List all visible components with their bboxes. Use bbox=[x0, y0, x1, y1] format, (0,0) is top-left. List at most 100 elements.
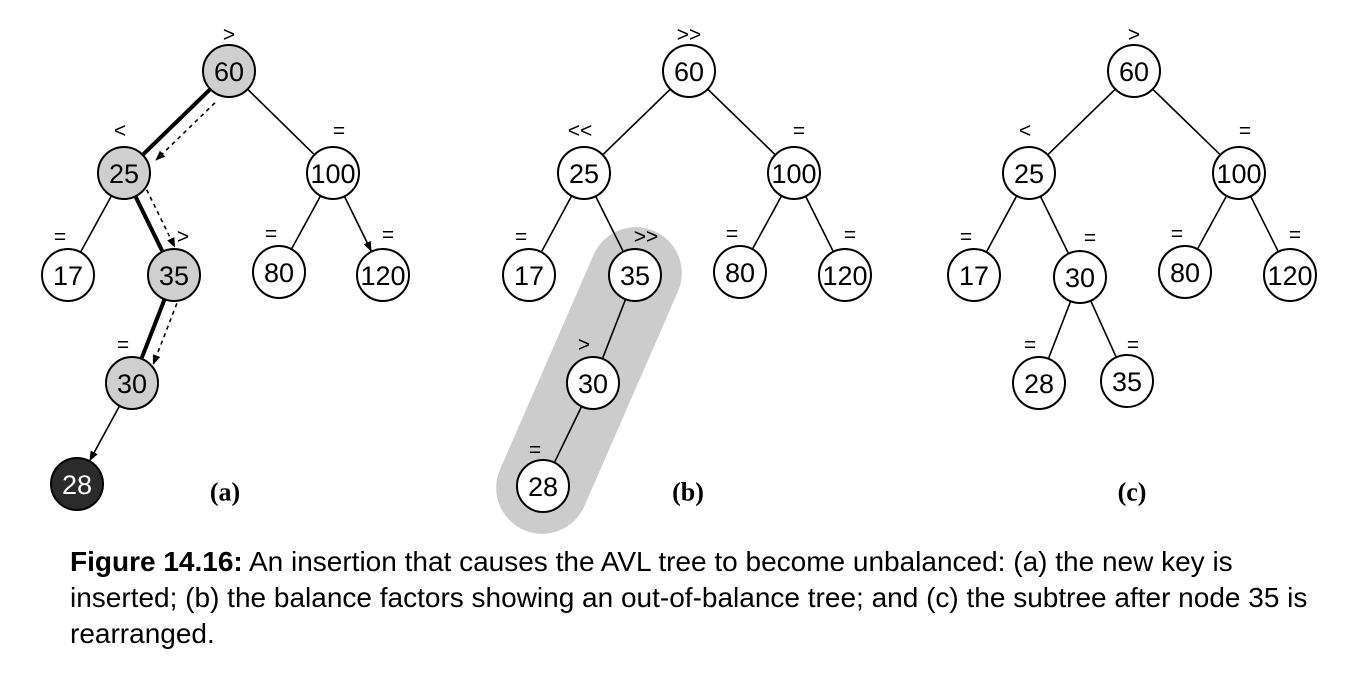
node-key: 120 bbox=[360, 261, 405, 291]
balance-factor-b80: = bbox=[726, 223, 738, 246]
balance-factor-c80: = bbox=[1171, 223, 1183, 246]
node-key: 28 bbox=[62, 470, 92, 500]
balance-factor-a17: = bbox=[54, 226, 66, 249]
tree-edge-b100-b80 bbox=[752, 195, 783, 249]
node-circle bbox=[97, 146, 151, 200]
panel-label-0: (a) bbox=[210, 478, 240, 507]
tree-edge-a60-a100 bbox=[247, 88, 315, 155]
node-circle bbox=[105, 356, 159, 410]
node-key: 17 bbox=[53, 261, 83, 291]
tree-edge-b25-b17 bbox=[541, 195, 573, 252]
tree-edge-c100-c120 bbox=[1249, 195, 1279, 252]
node-key: 60 bbox=[674, 57, 704, 87]
tree-node-c60: 60 bbox=[1107, 44, 1161, 98]
balance-factor-a60: > bbox=[223, 24, 235, 47]
tree-edge-c25-c17 bbox=[986, 195, 1018, 252]
node-circle bbox=[306, 146, 360, 200]
tree-edge-c25-c30 bbox=[1039, 195, 1069, 254]
node-key: 80 bbox=[725, 258, 755, 288]
search-path-arrow-a60-a25 bbox=[155, 102, 216, 161]
panel-label-2: (c) bbox=[1118, 478, 1147, 507]
node-key: 17 bbox=[514, 261, 544, 291]
tree-edge-b30-b28 bbox=[554, 406, 583, 463]
balance-factor-c120: = bbox=[1289, 224, 1301, 247]
tree-node-c30: 30 bbox=[1053, 250, 1107, 304]
tree-node-c35: 35 bbox=[1100, 354, 1154, 408]
tree-edge-b100-b120 bbox=[804, 195, 834, 252]
balance-factor-a100: = bbox=[333, 120, 345, 143]
node-circle bbox=[1100, 354, 1154, 408]
balance-factor-b60: >> bbox=[677, 24, 702, 47]
tree-edge-a100-a120 bbox=[343, 195, 372, 252]
tree-node-c80: 80 bbox=[1158, 245, 1212, 299]
tree-node-b30: 30 bbox=[566, 356, 620, 410]
tree-node-a28: 28 bbox=[50, 457, 104, 511]
balance-factor-b30: > bbox=[578, 334, 590, 357]
node-circle bbox=[1053, 250, 1107, 304]
node-key: 120 bbox=[822, 261, 867, 291]
figure-caption: Figure 14.16: An insertion that causes t… bbox=[70, 544, 1320, 652]
tree-edge-c100-c80 bbox=[1197, 195, 1228, 249]
node-circle bbox=[41, 248, 95, 302]
tree-node-b28: 28 bbox=[516, 459, 570, 513]
balance-factor-a25: < bbox=[114, 120, 126, 143]
node-key: 100 bbox=[1216, 159, 1261, 189]
node-key: 30 bbox=[1065, 263, 1095, 293]
balance-factor-c35: = bbox=[1127, 334, 1139, 357]
node-circle bbox=[947, 248, 1001, 302]
panel-label-1: (b) bbox=[672, 478, 704, 507]
node-key: 28 bbox=[1024, 369, 1054, 399]
node-circle bbox=[557, 146, 611, 200]
balance-factor-b17: = bbox=[515, 226, 527, 249]
balance-factor-a35: > bbox=[177, 226, 189, 249]
search-path-arrow-a35-a30 bbox=[152, 303, 178, 365]
tree-edge-a100-a80 bbox=[291, 195, 322, 249]
tree-edge-a25-a17 bbox=[80, 195, 113, 252]
tree-edge-c60-c100 bbox=[1152, 88, 1221, 155]
balance-factor-b28: = bbox=[529, 439, 541, 462]
tree-edge-a25-a35 bbox=[133, 195, 164, 252]
node-key: 30 bbox=[117, 369, 147, 399]
tree-node-a35: 35 bbox=[147, 248, 201, 302]
balance-factor-b100: = bbox=[793, 120, 805, 143]
node-key: 17 bbox=[959, 261, 989, 291]
tree-edge-b35-b30 bbox=[602, 298, 627, 359]
node-circle bbox=[252, 245, 306, 299]
balance-factor-c100: = bbox=[1239, 120, 1251, 143]
tree-node-c120: 120 bbox=[1263, 248, 1317, 302]
tree-edge-b60-b100 bbox=[707, 88, 776, 155]
tree-edge-a60-a25 bbox=[141, 87, 212, 156]
tree-node-b17: 17 bbox=[502, 248, 556, 302]
caption-label: Figure 14.16: bbox=[70, 546, 243, 577]
balance-factor-b25: << bbox=[568, 120, 593, 143]
node-circle bbox=[818, 248, 872, 302]
tree-edge-a30-a28 bbox=[89, 405, 121, 462]
node-circle bbox=[1012, 356, 1066, 410]
tree-node-b80: 80 bbox=[713, 245, 767, 299]
node-circle bbox=[1263, 248, 1317, 302]
node-key: 80 bbox=[1170, 258, 1200, 288]
node-key: 60 bbox=[1119, 57, 1149, 87]
balance-factor-a120: = bbox=[382, 224, 394, 247]
node-circle bbox=[147, 248, 201, 302]
tree-node-b25: 25 bbox=[557, 146, 611, 200]
node-circle bbox=[1212, 146, 1266, 200]
node-key: 30 bbox=[578, 369, 608, 399]
tree-node-a30: 30 bbox=[105, 356, 159, 410]
balance-factor-a30: = bbox=[117, 334, 129, 357]
node-circle bbox=[1107, 44, 1161, 98]
node-circle bbox=[202, 44, 256, 98]
tree-node-c100: 100 bbox=[1212, 146, 1266, 200]
balance-factor-c17: = bbox=[960, 226, 972, 249]
node-key: 35 bbox=[1112, 367, 1142, 397]
node-circle bbox=[1158, 245, 1212, 299]
node-circle bbox=[713, 245, 767, 299]
tree-node-a80: 80 bbox=[252, 245, 306, 299]
node-key: 35 bbox=[620, 261, 650, 291]
caption-text: An insertion that causes the AVL tree to… bbox=[70, 546, 1308, 649]
tree-edge-c30-c28 bbox=[1047, 300, 1072, 359]
tree-node-a120: 120 bbox=[356, 248, 410, 302]
tree-edge-c60-c25 bbox=[1047, 88, 1116, 155]
node-key: 100 bbox=[310, 159, 355, 189]
